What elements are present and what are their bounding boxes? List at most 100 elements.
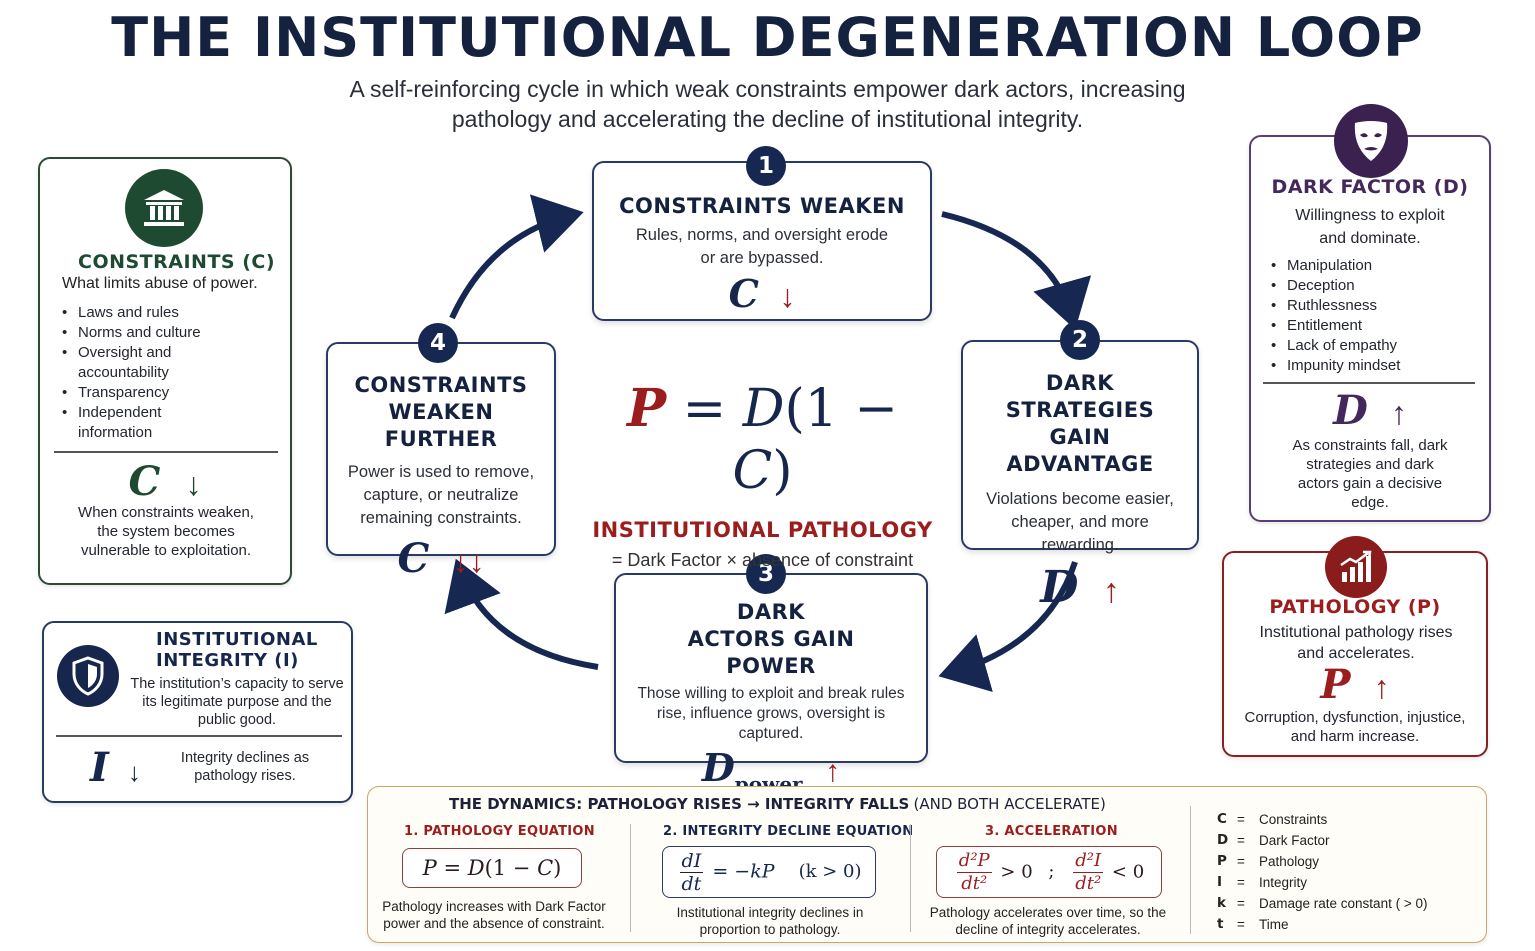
integrity-arrow: ↓ bbox=[127, 757, 141, 787]
constraints-item: Transparency bbox=[62, 383, 262, 403]
constraints-symbol-row: C ↓ bbox=[40, 459, 290, 507]
page-title: THE INSTITUTIONAL DEGENERATION LOOP bbox=[111, 6, 1424, 69]
pathology-heading: PATHOLOGY (P) bbox=[1269, 596, 1441, 618]
constraints-arrow: ↓ bbox=[185, 466, 202, 502]
integrity-symbol-row: I ↓ bbox=[90, 745, 141, 795]
arrow-3-to-4 bbox=[444, 558, 599, 670]
arrow-1-to-2 bbox=[941, 211, 1092, 330]
constraints-symbol: C bbox=[128, 458, 161, 505]
dark-factor-arrow: ↑ bbox=[1390, 395, 1407, 431]
constraints-subheading: What limits abuse of power. bbox=[62, 275, 258, 292]
step-4-symbol-row: C ↓↓ bbox=[328, 536, 554, 584]
constraints-divider bbox=[54, 451, 278, 453]
dynamics-heading: THE DYNAMICS: PATHOLOGY RISES → INTEGRIT… bbox=[449, 795, 1106, 813]
dark-factor-item: Manipulation bbox=[1271, 256, 1471, 276]
step-4-badge: 4 bbox=[418, 323, 458, 363]
dynamics-section-2-caption: Institutional integrity declines in prop… bbox=[676, 905, 864, 937]
dynamics-divider bbox=[910, 824, 911, 932]
step-3-heading: DARK ACTORS GAIN POWER bbox=[687, 600, 855, 678]
step-1-heading: CONSTRAINTS WEAKEN bbox=[619, 194, 905, 218]
integrity-eq-rhs: = −kP bbox=[712, 860, 775, 882]
constraints-list: Laws and rules Norms and culture Oversig… bbox=[62, 303, 262, 443]
dark-factor-divider bbox=[1263, 382, 1475, 384]
step-2-arrow: ↑ bbox=[1102, 572, 1120, 610]
legend-row: C=Constraints bbox=[1217, 809, 1427, 830]
step-2-card: DARK STRATEGIES GAIN ADVANTAGE Violation… bbox=[961, 340, 1199, 613]
integrity-divider bbox=[56, 735, 342, 737]
center-block: P = D(1 − C) INSTITUTIONAL PATHOLOGY = D… bbox=[590, 378, 935, 571]
step-1-arrow: ↓ bbox=[779, 278, 796, 314]
integrity-eq-den: dt bbox=[681, 872, 702, 895]
shield-icon bbox=[57, 645, 119, 707]
pathology-equation: P = D(1 − C) bbox=[422, 856, 562, 880]
legend-key: t bbox=[1217, 916, 1224, 932]
step-3-arrow: ↑ bbox=[825, 755, 841, 788]
integrity-body: The institution’s capacity to serve its … bbox=[130, 676, 344, 728]
center-definition: = Dark Factor × absence of constraint bbox=[611, 550, 914, 570]
step-1-badge: 1 bbox=[746, 146, 786, 186]
step-1-body: Rules, norms, and oversight erode or are… bbox=[635, 226, 889, 267]
step-2-symbol: D bbox=[1040, 562, 1079, 613]
constraints-heading: CONSTRAINTS (C) bbox=[78, 251, 276, 273]
legend-key: D bbox=[1217, 832, 1229, 848]
integrity-eq-cond: (k > 0) bbox=[798, 861, 862, 882]
pathology-symbol-row: P ↑ bbox=[1222, 662, 1488, 710]
legend-value: Time bbox=[1259, 917, 1289, 932]
pathology-subheading: Institutional pathology rises and accele… bbox=[1259, 624, 1453, 662]
legend-key: C bbox=[1217, 811, 1227, 827]
dark-factor-item: Lack of empathy bbox=[1271, 336, 1471, 356]
variable-legend: C=Constraints D=Dark Factor P=Pathology … bbox=[1217, 809, 1427, 935]
step-2-symbol-row: D ↑ bbox=[963, 563, 1197, 616]
dark-factor-subheading: Willingness to exploit and dominate. bbox=[1295, 207, 1445, 247]
constraints-item: Laws and rules bbox=[62, 303, 262, 323]
pathology-note: Corruption, dysfunction, injustice, and … bbox=[1244, 709, 1466, 745]
dark-factor-item: Ruthlessness bbox=[1271, 296, 1471, 316]
accel-eq1-num: d²P bbox=[956, 849, 992, 873]
legend-value: Pathology bbox=[1259, 854, 1320, 869]
accel-eq1-rhs: > 0 bbox=[1000, 861, 1033, 882]
constraints-note: When constraints weaken, the system beco… bbox=[78, 504, 254, 559]
page-subtitle: A self-reinforcing cycle in which weak c… bbox=[349, 76, 1186, 132]
dynamics-section-3-title: 3. ACCELERATION bbox=[985, 824, 1118, 839]
constraints-item: Oversight and accountability bbox=[62, 343, 192, 383]
constraints-item: Norms and culture bbox=[62, 323, 262, 343]
mask-icon bbox=[1334, 104, 1408, 178]
legend-row: t=Time bbox=[1217, 914, 1427, 935]
step-4-symbol: C bbox=[397, 535, 430, 582]
accel-eq1-den: dt² bbox=[961, 872, 988, 894]
step-2-heading: DARK STRATEGIES GAIN ADVANTAGE bbox=[1005, 371, 1155, 476]
dark-factor-symbol-row: D ↑ bbox=[1249, 388, 1491, 436]
dark-factor-list: Manipulation Deception Ruthlessness Enti… bbox=[1271, 256, 1471, 376]
dark-factor-item: Deception bbox=[1271, 276, 1471, 296]
dynamics-divider bbox=[630, 824, 631, 932]
step-1-symbol-row: C ↓ bbox=[594, 272, 930, 318]
step-4-heading: CONSTRAINTS WEAKEN FURTHER bbox=[354, 373, 528, 451]
dark-factor-item: Impunity mindset bbox=[1271, 356, 1471, 376]
dynamics-heading-paren: (AND BOTH ACCELERATE) bbox=[913, 795, 1106, 813]
dynamics-section-2-title: 2. INTEGRITY DECLINE EQUATION bbox=[663, 824, 914, 839]
step-4-body: Power is used to remove, capture, or neu… bbox=[347, 463, 535, 527]
constraints-item: Independent information bbox=[62, 403, 192, 443]
rising-chart-icon bbox=[1325, 536, 1387, 598]
step-3-card: DARK ACTORS GAIN POWER Those willing to … bbox=[614, 573, 928, 796]
integrity-symbol: I bbox=[90, 744, 109, 791]
step-1-symbol: C bbox=[728, 271, 759, 316]
dynamics-heading-main: THE DYNAMICS: PATHOLOGY RISES → INTEGRIT… bbox=[449, 795, 910, 813]
legend-value: Dark Factor bbox=[1259, 833, 1330, 848]
step-4-arrow: ↓↓ bbox=[452, 543, 485, 579]
pathology-arrow: ↑ bbox=[1373, 669, 1390, 705]
arrow-2-to-3 bbox=[938, 561, 1078, 692]
legend-row: P=Pathology bbox=[1217, 851, 1427, 872]
constraints-panel: CONSTRAINTS (C) What limits abuse of pow… bbox=[38, 157, 292, 585]
dark-factor-note: As constraints fall, dark strategies and… bbox=[1292, 437, 1448, 511]
legend-value: Integrity bbox=[1259, 875, 1308, 890]
legend-key: P bbox=[1217, 853, 1227, 869]
dynamics-section-3-caption: Pathology accelerates over time, so the … bbox=[929, 905, 1167, 937]
arrow-4-to-1 bbox=[449, 194, 584, 320]
step-3-badge: 3 bbox=[746, 554, 786, 594]
integrity-heading: INSTITUTIONAL INTEGRITY (I) bbox=[156, 629, 318, 671]
